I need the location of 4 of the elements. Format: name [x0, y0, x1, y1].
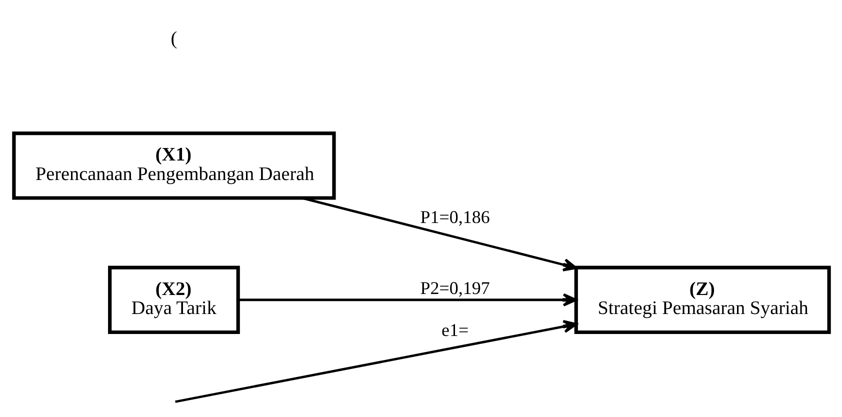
- edge-label: e1=: [441, 319, 468, 340]
- label: (: [170, 28, 177, 49]
- edge-label: P2=0,197: [420, 277, 490, 298]
- edge-label: P1=0,186: [420, 206, 490, 227]
